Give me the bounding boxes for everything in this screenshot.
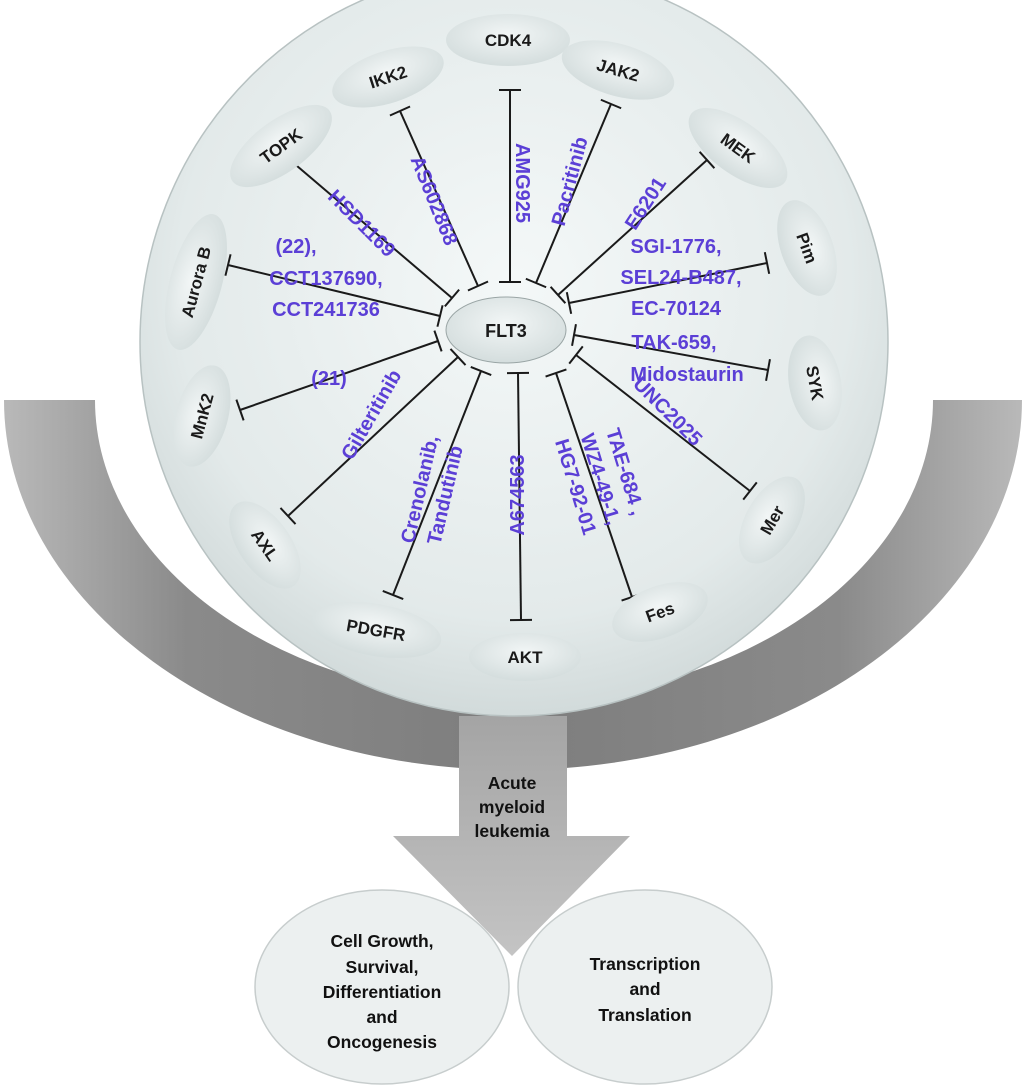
inhibition-bar-pdgfr-outer xyxy=(382,590,404,600)
inhibition-line-jak2 xyxy=(535,103,612,284)
svg-text:Translation: Translation xyxy=(598,1005,691,1025)
inhibition-bar-mek-inner xyxy=(549,286,567,304)
outcome-left: Cell Growth, Survival, Differentiation a… xyxy=(254,889,510,1085)
drug-group-aurora: (22), CCT137690, CCT241736 xyxy=(269,236,382,321)
flt3-node xyxy=(445,296,567,364)
svg-text:Differentiation: Differentiation xyxy=(323,982,442,1002)
arrow-label: Acute myeloid leukemia xyxy=(475,773,550,841)
kinase-node-ikk2: IKK2 xyxy=(332,46,444,108)
kinase-node-axl: AXL xyxy=(229,501,301,589)
svg-text:Survival,: Survival, xyxy=(346,957,419,977)
inhibition-line-fes xyxy=(555,372,633,598)
inhibition-bar-jak2-outer xyxy=(600,98,622,110)
inhibition-bar-mer-outer xyxy=(742,481,758,501)
kinase-nodes: CDK4 JAK2 IKK2 TOPK MEK Aurora B Pim SY xyxy=(165,14,842,681)
kinase-node-pim: Pim xyxy=(777,200,837,296)
kinase-node-topk: TOPK xyxy=(230,104,332,188)
drug-group-syk: TAK-659, Midostaurin xyxy=(630,332,743,386)
svg-text:and: and xyxy=(366,1007,397,1027)
inhibition-bar-mnk2-outer xyxy=(235,399,245,421)
inhibition-line-pdgfr xyxy=(392,370,482,596)
svg-text:EC-70124: EC-70124 xyxy=(631,298,722,320)
svg-text:leukemia: leukemia xyxy=(475,821,550,841)
svg-text:myeloid: myeloid xyxy=(479,797,545,817)
kinase-node-jak2: JAK2 xyxy=(561,40,675,100)
kinase-node-cdk4: CDK4 xyxy=(446,14,570,66)
inhibition-line-pim xyxy=(568,262,768,304)
outcome-right: Transcription and Translation xyxy=(517,889,773,1085)
svg-text:and: and xyxy=(629,979,660,999)
inhibition-bar-mnk2-inner xyxy=(433,330,443,352)
inhibition-bar-syk-outer xyxy=(765,358,771,382)
svg-text:Transcription: Transcription xyxy=(590,954,701,974)
kinase-node-mer: Mer xyxy=(739,476,805,564)
kinase-node-akt: AKT xyxy=(469,633,581,681)
inhibition-bar-topk-inner xyxy=(444,288,460,308)
flt3-label: FLT3 xyxy=(485,321,527,341)
inhibition-line-aurora xyxy=(227,264,441,317)
svg-text:(22),: (22), xyxy=(275,236,316,258)
inhibition-bar-mek-outer xyxy=(698,151,716,169)
kinase-node-syk: SYK xyxy=(788,335,842,431)
drug-a674563: A674563 xyxy=(507,454,529,535)
drug-amg925: AMG925 xyxy=(511,143,533,223)
inhibition-bar-syk-inner xyxy=(571,323,577,347)
kinase-node-fes: Fes xyxy=(612,582,708,642)
inhibition-line-akt xyxy=(517,372,522,621)
inhibition-bar-pdgfr-inner xyxy=(470,366,492,376)
inhibition-bar-fes-inner xyxy=(545,368,567,378)
inhibition-line-mek xyxy=(557,159,708,296)
inhibition-bar-aurora-inner xyxy=(436,305,444,327)
inhibition-bar-axl-inner xyxy=(449,348,467,366)
svg-text:SGI-1776,: SGI-1776, xyxy=(630,236,721,258)
inhibition-line-syk xyxy=(573,334,769,371)
kinase-node-pdgfr: PDGFR xyxy=(310,601,442,659)
drug-group-pim: SGI-1776, SEL24-B487, EC-70124 xyxy=(620,236,741,320)
svg-text:CCT241736: CCT241736 xyxy=(272,299,380,321)
inhibition-line-topk xyxy=(289,159,453,299)
svg-text:CDK4: CDK4 xyxy=(485,31,532,50)
inhibition-line-mnk2 xyxy=(239,340,439,411)
svg-text:SEL24-B487,: SEL24-B487, xyxy=(620,267,741,289)
inhibition-bar-ikk2-outer xyxy=(389,105,411,117)
inhibition-line-ikk2 xyxy=(399,110,479,287)
inhibition-line-axl xyxy=(287,356,459,517)
svg-text:Cell Growth,: Cell Growth, xyxy=(330,931,433,951)
inhibition-lines xyxy=(224,89,771,622)
inhibition-bar-axl-outer xyxy=(279,507,297,525)
inhibition-bar-pim-inner xyxy=(565,292,573,314)
drug-compound-21: (21) xyxy=(311,368,347,390)
inhibition-bar-jak2-inner xyxy=(525,277,547,289)
svg-text:TAK-659,: TAK-659, xyxy=(631,332,716,354)
inhibition-bar-mer-inner xyxy=(568,345,584,365)
bowl-shape xyxy=(4,400,1022,770)
svg-text:Acute: Acute xyxy=(488,773,537,793)
kinase-node-mnk2: MnK2 xyxy=(173,365,231,467)
svg-text:AKT: AKT xyxy=(508,648,544,667)
kinase-node-mek: MEK xyxy=(688,107,788,189)
inhibition-line-mer xyxy=(575,354,751,492)
svg-text:CCT137690,: CCT137690, xyxy=(269,268,382,290)
inhibition-bar-aurora-outer xyxy=(224,254,232,276)
down-arrow xyxy=(393,716,630,956)
svg-text:Midostaurin: Midostaurin xyxy=(630,364,743,386)
inhibition-bar-ikk2-inner xyxy=(467,280,489,292)
kinase-node-aurora-b: Aurora B xyxy=(165,214,227,350)
inhibition-bar-pim-outer xyxy=(763,252,771,274)
svg-text:Oncogenesis: Oncogenesis xyxy=(327,1032,437,1052)
